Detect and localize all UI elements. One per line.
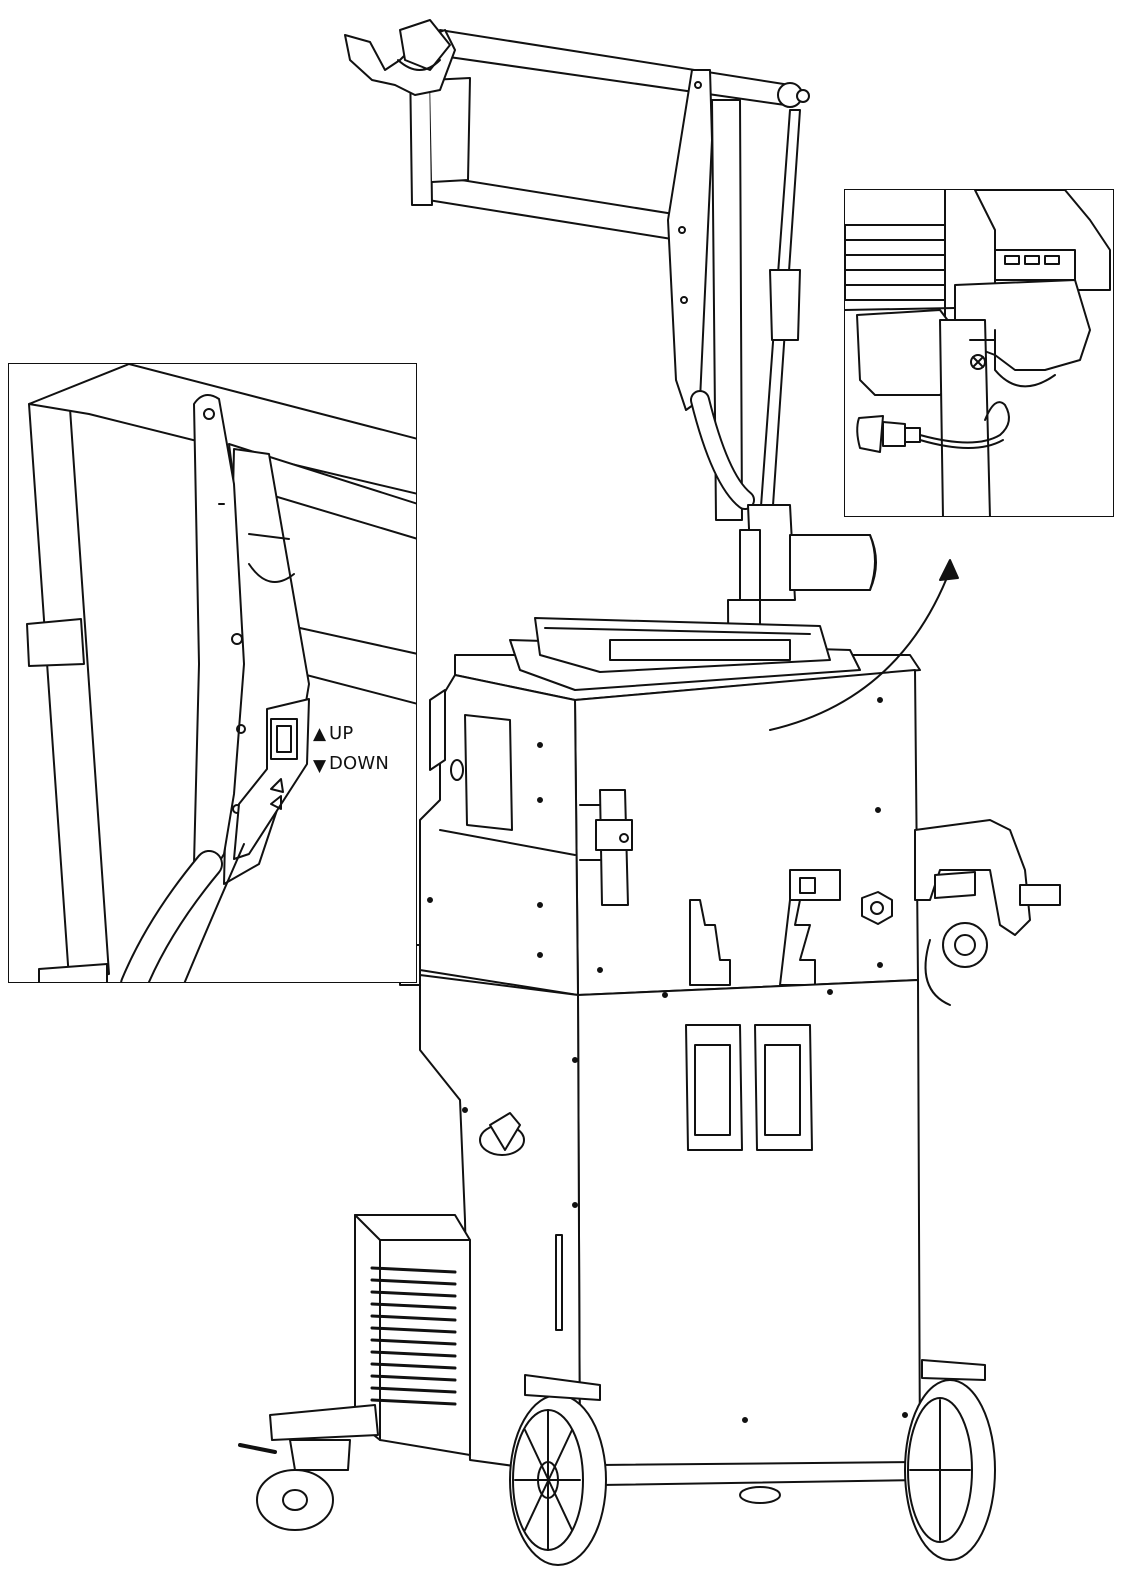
connector-detail-inset xyxy=(844,189,1114,517)
upper-cabinet xyxy=(419,669,919,996)
overhead-arm xyxy=(344,19,810,521)
top-control-panel xyxy=(454,617,921,701)
rear-wheel-left xyxy=(509,1374,607,1566)
label-up: UP xyxy=(329,723,354,744)
down-arrow-icon: ▼ xyxy=(313,756,327,776)
up-arrow-icon: ▲ xyxy=(313,724,327,744)
welding-gun xyxy=(914,819,1061,1006)
rear-wheel-right xyxy=(904,1359,996,1561)
label-down: DOWN xyxy=(329,753,390,774)
rocker-switch-icon[interactable] xyxy=(270,718,298,760)
switch-detail-inset: ▲ ▼ UP DOWN xyxy=(8,363,417,983)
callout-arrow xyxy=(769,569,951,731)
transformer-vent-box xyxy=(354,1214,471,1456)
front-caster xyxy=(238,1404,379,1531)
